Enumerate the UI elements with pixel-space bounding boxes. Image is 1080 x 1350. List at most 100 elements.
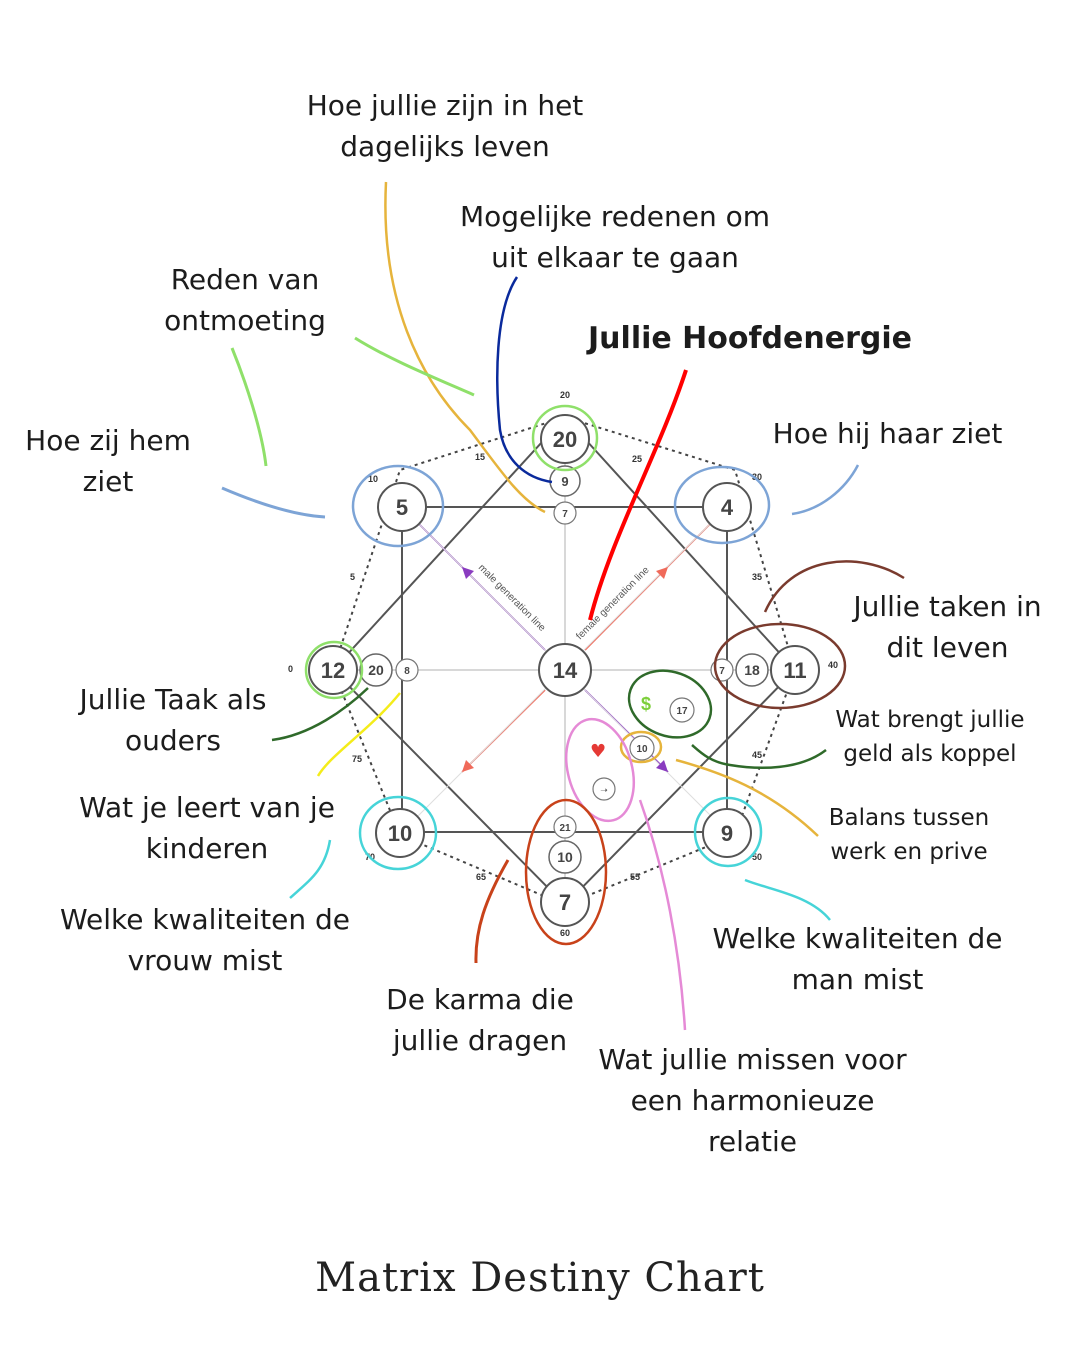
footer-title: Matrix Destiny Chart xyxy=(315,1255,765,1301)
age-20: 20 xyxy=(560,390,570,400)
svg-text:7: 7 xyxy=(559,890,571,915)
label-parent-task: Jullie Taak als ouders xyxy=(79,683,267,757)
node-arrow: ➝ xyxy=(592,777,616,801)
circle-bottom-left-cyan xyxy=(358,795,438,871)
node-left-inner: 20 xyxy=(359,653,393,687)
pointer-main-energy xyxy=(588,369,688,621)
pointer-money xyxy=(691,744,827,769)
label-life-tasks: Jullie taken in dit leven xyxy=(853,590,1042,664)
node-top-inner: 9 xyxy=(549,465,581,497)
female-arrow-head xyxy=(656,567,668,579)
svg-text:14: 14 xyxy=(553,658,578,683)
svg-text:10: 10 xyxy=(388,821,412,846)
circle-balance-orange xyxy=(619,730,663,764)
node-left-inner2: 8 xyxy=(395,658,419,682)
node-top-right: 4 xyxy=(702,482,752,532)
male-arrow-head-lower xyxy=(656,760,668,772)
svg-text:4: 4 xyxy=(721,495,734,520)
circle-left-green xyxy=(304,640,364,700)
pointer-daily-life xyxy=(384,181,546,514)
pointer-he-sees-her xyxy=(791,464,860,516)
label-reason-meeting: Reden van ontmoeting xyxy=(164,263,326,337)
label-man-lacks: Welke kwaliteiten de man mist xyxy=(712,922,1003,996)
node-bottom: 7 xyxy=(540,877,590,927)
svg-text:20: 20 xyxy=(553,427,577,452)
female-arrow-head-lower xyxy=(462,760,474,772)
heart-icon: ♥ xyxy=(590,741,606,762)
label-balance: Balans tussen werk en prive xyxy=(828,805,990,865)
node-center: 14 xyxy=(538,643,592,697)
pointer-reasons-apart xyxy=(496,276,553,484)
circle-top-left-blue xyxy=(351,464,445,548)
pointer-man-lacks xyxy=(744,878,831,921)
svg-text:11: 11 xyxy=(783,658,806,683)
pointer-reason-meeting xyxy=(354,336,475,397)
pointer-learn-children xyxy=(289,839,332,899)
circle-money-green xyxy=(627,669,713,739)
label-she-sees-him: Hoe zij hem ziet xyxy=(25,424,191,498)
pointer-harmony xyxy=(638,799,687,1031)
pointer-reason-meeting-2 xyxy=(230,347,268,467)
circle-harmony-pink xyxy=(565,717,635,823)
age-45: 45 xyxy=(752,750,762,760)
node-bottom-inner2: 21 xyxy=(553,815,577,839)
age-40: 40 xyxy=(828,660,838,670)
label-karma: De karma die jullie dragen xyxy=(386,983,574,1057)
node-top-inner2: 7 xyxy=(553,501,577,525)
male-arrow-head xyxy=(462,567,474,579)
age-60: 60 xyxy=(560,928,570,938)
outer-octagon xyxy=(331,415,797,907)
age-10: 10 xyxy=(368,474,378,484)
pointer-she-sees-him xyxy=(221,486,326,519)
svg-text:20: 20 xyxy=(368,662,384,678)
svg-text:5: 5 xyxy=(396,495,408,520)
svg-text:10: 10 xyxy=(557,849,573,865)
dollar-icon: $ xyxy=(641,694,651,714)
circle-bottom-rust xyxy=(524,798,608,946)
label-reasons-apart: Mogelijke redenen om uit elkaar te gaan xyxy=(459,200,771,274)
age-35: 35 xyxy=(752,572,762,582)
age-5: 5 xyxy=(350,572,355,582)
male-line-label: male generation line xyxy=(476,562,548,634)
node-right: 11 xyxy=(770,645,820,695)
pointer-life-tasks xyxy=(763,560,905,613)
svg-text:7: 7 xyxy=(719,666,725,677)
age-65: 65 xyxy=(476,872,486,882)
node-bottom-right: 9 xyxy=(702,808,752,858)
pointer-balance xyxy=(675,758,819,837)
pointer-yellow xyxy=(316,692,401,777)
age-75: 75 xyxy=(352,754,362,764)
age-0: 0 xyxy=(288,664,293,674)
node-balance: 10 xyxy=(629,735,655,761)
age-25: 25 xyxy=(632,454,642,464)
female-line-label: female generation line xyxy=(574,564,652,642)
svg-text:9: 9 xyxy=(721,821,733,846)
svg-text:10: 10 xyxy=(636,744,648,755)
svg-text:➝: ➝ xyxy=(600,786,608,796)
pointer-karma xyxy=(474,859,510,964)
label-he-sees-her: Hoe hij haar ziet xyxy=(772,417,1003,450)
node-left: 12 xyxy=(308,645,358,695)
node-bottom-left: 10 xyxy=(375,808,425,858)
circle-right-brown xyxy=(713,622,847,710)
age-55: 55 xyxy=(630,872,640,882)
node-top: 20 xyxy=(540,414,590,464)
circle-bottom-right-cyan xyxy=(693,796,763,868)
svg-text:7: 7 xyxy=(562,509,568,520)
svg-text:17: 17 xyxy=(676,706,688,717)
circle-top-green xyxy=(531,404,599,472)
node-bottom-inner: 10 xyxy=(548,840,582,874)
age-15: 15 xyxy=(475,452,485,462)
svg-text:21: 21 xyxy=(559,823,571,834)
pointer-parent-task xyxy=(271,687,369,742)
label-money: Wat brengt jullie geld als koppel xyxy=(835,707,1025,767)
node-money: 17 xyxy=(669,697,695,723)
label-woman-lacks: Welke kwaliteiten de vrouw mist xyxy=(59,903,351,977)
label-main-energy: Jullie Hoofdenergie xyxy=(588,321,912,356)
age-30: 30 xyxy=(752,472,762,482)
svg-text:12: 12 xyxy=(321,658,345,683)
svg-text:8: 8 xyxy=(404,666,410,677)
label-learn-children: Wat je leert van je kinderen xyxy=(79,791,335,865)
